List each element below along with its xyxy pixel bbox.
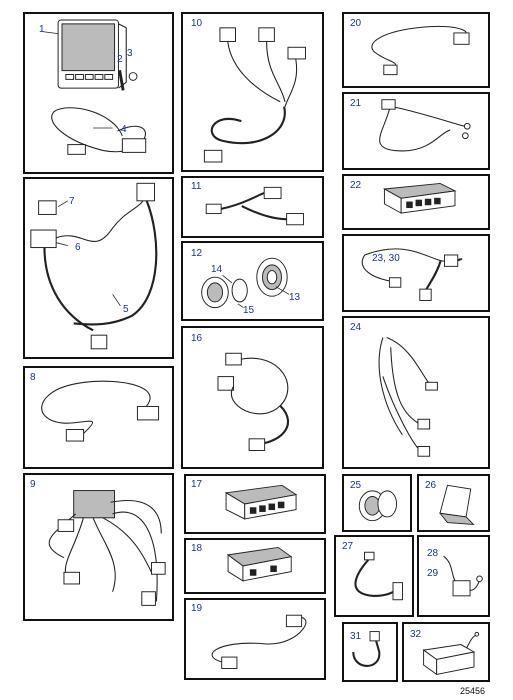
cable-20-drawing	[371, 25, 470, 76]
panel-cable-21: 21	[342, 92, 490, 170]
label-21: 21	[350, 98, 362, 109]
label-6: 6	[75, 242, 81, 253]
label-31: 31	[350, 631, 362, 642]
panel-harness-10: 10	[181, 12, 324, 172]
panel-cable-16: 16	[181, 326, 324, 469]
harness-24-drawing	[378, 337, 438, 457]
box-22-drawing	[382, 182, 457, 214]
label-13: 13	[289, 292, 301, 303]
module-32-drawing	[422, 631, 480, 676]
label-19: 19	[191, 603, 203, 614]
panel-box-17: 17	[184, 474, 326, 534]
cable-8-drawing	[41, 380, 160, 442]
label-27: 27	[342, 541, 354, 552]
panel-harness-24: 24	[342, 316, 490, 469]
label-12: 12	[191, 248, 203, 259]
cable-28-29-drawing	[443, 555, 483, 597]
panel-cable-8: 8	[23, 366, 174, 469]
figure-code: 25456	[460, 686, 486, 696]
harness-10-drawing	[203, 27, 306, 163]
panel-cable-19: 19	[184, 598, 326, 680]
cable-11-drawing	[205, 186, 304, 226]
label-28: 28	[427, 548, 439, 559]
label-5: 5	[123, 304, 129, 315]
label-3: 3	[127, 48, 133, 59]
label-9: 9	[30, 479, 36, 490]
socket-25-drawing	[358, 490, 398, 522]
label-18: 18	[191, 543, 203, 554]
bracket-26-drawing	[438, 484, 475, 525]
label-2: 2	[117, 54, 123, 65]
panel-module-32: 32	[402, 622, 490, 682]
panel-harness-9: 9	[23, 473, 174, 621]
label-7: 7	[69, 196, 75, 207]
label-1: 1	[39, 24, 45, 35]
panel-cable-28-29: 28 29	[417, 535, 490, 617]
label-32: 32	[410, 629, 422, 640]
label-24: 24	[350, 322, 362, 333]
label-20: 20	[350, 18, 362, 29]
box-17-drawing	[224, 484, 298, 520]
display-unit-drawing	[42, 19, 147, 155]
socket-12-drawing	[201, 257, 290, 309]
label-17: 17	[191, 479, 203, 490]
cable-19-drawing	[211, 614, 307, 669]
label-16: 16	[191, 333, 203, 344]
panel-socket-12: 12 14 13 15	[181, 241, 324, 321]
label-23-30: 23, 30	[372, 253, 400, 264]
cable-23-30-drawing	[361, 248, 463, 301]
cable-21-drawing	[379, 99, 471, 152]
panel-bracket-26: 26	[417, 474, 490, 532]
cable-16-drawing	[217, 352, 290, 451]
label-10: 10	[191, 18, 203, 29]
cable-harness-5-drawing	[30, 182, 158, 350]
panel-cable-20: 20	[342, 12, 490, 88]
panel-strap-31: 31	[342, 622, 398, 682]
panel-box-22: 22	[342, 174, 490, 230]
panel-display-unit: 1 2 3 4	[23, 12, 174, 174]
panel-cable-23-30: 23, 30	[342, 234, 490, 312]
label-22: 22	[350, 180, 362, 191]
label-15: 15	[243, 305, 255, 316]
panel-socket-25: 25	[342, 474, 412, 532]
label-8: 8	[30, 372, 36, 383]
harness-9-drawing	[48, 490, 166, 606]
label-26: 26	[425, 480, 437, 491]
panel-cable-27: 27	[334, 535, 414, 617]
box-18-drawing	[226, 546, 293, 582]
label-11: 11	[191, 181, 202, 192]
strap-31-drawing	[352, 631, 381, 667]
panel-box-18: 18	[184, 538, 326, 594]
label-25: 25	[350, 480, 362, 491]
label-29: 29	[427, 568, 439, 579]
label-4: 4	[121, 124, 127, 135]
cable-27-drawing	[354, 551, 403, 601]
panel-cable-harness-5: 7 6 5	[23, 177, 174, 359]
label-14: 14	[211, 264, 223, 275]
panel-cable-11: 11	[181, 176, 324, 238]
